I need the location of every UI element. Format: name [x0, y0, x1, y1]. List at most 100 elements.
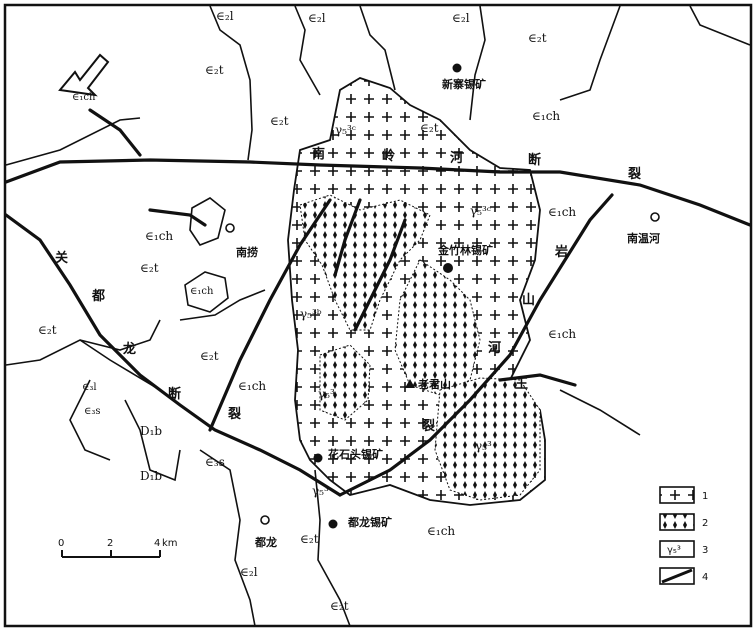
fault-label-nan: 南 [312, 146, 325, 162]
legend-fault-line [661, 568, 693, 584]
legend-swatch-fine-granite [659, 513, 695, 531]
fault-label-duan2: 断 [168, 386, 181, 402]
stratum-label: ∈₂t [38, 323, 57, 337]
scale-unit: km [162, 538, 178, 549]
legend-swatch-symbol [659, 540, 695, 558]
fault-label-yan: 岩 [554, 244, 568, 260]
faults [4, 108, 752, 497]
stratum-label: ∈₁ch [532, 109, 560, 123]
stratum-label: ∈₂l [452, 11, 470, 25]
dulong-mine-label: 都龙锡矿 [347, 515, 392, 529]
stratum-label: ∈₃s [205, 455, 225, 469]
scale-label-0: 0 [58, 538, 64, 549]
boundary-13 [314, 469, 351, 627]
fault-label-du: 都 [91, 288, 105, 304]
stratum-label: ∈₂t [420, 121, 439, 135]
boundary-5 [559, 5, 621, 101]
intrusion-nanlao [189, 197, 226, 246]
stratum-label: ∈₂l [216, 9, 234, 23]
laojunshan-label: 老君山 [417, 377, 451, 391]
legend-label-1: 1 [702, 491, 708, 502]
legend-label-3: 3 [702, 545, 708, 556]
boundary-6 [689, 5, 751, 46]
scale-bar: 0 2 4 km [58, 538, 178, 558]
nanling-fault-labels: 南 岭 河 断 裂 [312, 146, 642, 182]
xinzhai-mine-marker [452, 63, 462, 73]
granite-label: γ₅³ [312, 484, 329, 498]
stratum-label: ∈₂t [300, 532, 319, 546]
boundary-10 [69, 379, 111, 461]
fault-label-duan: 断 [528, 152, 541, 168]
boundary-7 [5, 117, 141, 166]
nanlao-marker [225, 223, 235, 233]
stratum-label: ∈₂t [270, 114, 289, 128]
granite-label: γ₅³ [318, 387, 335, 401]
boundary-11 [124, 399, 181, 482]
fault-label-long: 龙 [123, 341, 136, 357]
stratum-label: ∈₂l [240, 565, 258, 579]
legend-swatch-granite [659, 486, 695, 504]
yanshan-fault-labels: 岩 山 河 王 裂 [421, 244, 568, 434]
fault-southeast-short [498, 373, 577, 387]
boundary-1 [209, 5, 253, 161]
dot-zone-north [299, 194, 431, 331]
granite-label: γ₅³ᶜ [335, 123, 356, 137]
fault-label-guan: 关 [55, 250, 68, 266]
intrusion-west [184, 271, 229, 313]
mengdong-label: 南温河 [627, 231, 660, 245]
yanshan-fault-line [338, 193, 614, 497]
boundary-2 [294, 5, 321, 96]
huashitou-mine-marker [313, 453, 323, 463]
arrow-shape [58, 53, 110, 97]
dot-zone-central [394, 259, 481, 396]
laojunshan-marker [405, 379, 415, 388]
dulong-mine-marker [328, 519, 338, 529]
strata-boundaries [5, 5, 751, 627]
jinzhulin-mine-marker [443, 263, 453, 273]
stratum-label: ∈₁ch [72, 92, 96, 103]
fault-label-lie3: 裂 [421, 418, 436, 434]
stratum-label: D₁b [140, 424, 162, 438]
boundary-4 [469, 5, 486, 121]
fault-label-wang: 王 [515, 377, 528, 392]
stratum-label: ∈₂t [528, 31, 547, 45]
stratum-label: ∈₁ch [145, 229, 173, 243]
boundary-14 [79, 319, 161, 351]
fault-label-ling: 岭 [382, 148, 395, 164]
fault-central-branch [353, 218, 407, 332]
guanlong-fault-labels: 关 都 龙 断 裂 [55, 250, 242, 422]
places: 新寨锡矿 南捞 南温河 金竹林锡矿 老君山 花石头锡矿 都龙 都龙锡矿 [225, 63, 660, 549]
fault-label-lie2: 裂 [227, 406, 242, 422]
nanling-fault-line [4, 158, 752, 227]
stratum-label: ∈₁ch [548, 327, 576, 341]
arrow-symbol [58, 53, 110, 97]
stratum-label: ∈₁ch [238, 379, 266, 393]
dot-zone-west [319, 344, 371, 421]
legend-symbol-text: γ₅³ [667, 545, 681, 556]
dulong-label: 都龙 [254, 535, 277, 549]
fault-label-lie: 裂 [627, 166, 642, 182]
fault-nanlao-short [148, 208, 207, 227]
stratum-label: ∈₁ch [427, 524, 455, 538]
stratum-label: D₁b [140, 469, 162, 483]
stratum-label: ∈₂l [308, 11, 326, 25]
mengdong-marker [650, 212, 660, 222]
granite-label: γ₅³ᶜ [470, 204, 491, 218]
stratum-label: ∈₂t [330, 599, 349, 613]
scale-label-2: 2 [107, 538, 113, 549]
jinzhulin-mine-label: 金竹林锡矿 [437, 243, 493, 257]
stratum-label: ∈₂t [205, 63, 224, 77]
huashitou-mine-label: 花石头锡矿 [328, 447, 383, 461]
fault-nw-short [88, 108, 142, 157]
fault-label-shan: 山 [522, 292, 535, 308]
boundary-12 [199, 449, 256, 627]
nanlao-label: 南捞 [236, 245, 258, 259]
stratum-label: ∈₂t [140, 261, 159, 275]
stratum-label: ∈₂t [200, 349, 219, 363]
fault-label-he: 河 [450, 150, 463, 166]
stratum-label: ∈₃l [82, 382, 97, 393]
granite-label: γ₅³ᵇ [300, 307, 322, 321]
stratum-label: ∈₃s [84, 406, 101, 417]
fault-label-he2: 河 [488, 340, 501, 356]
